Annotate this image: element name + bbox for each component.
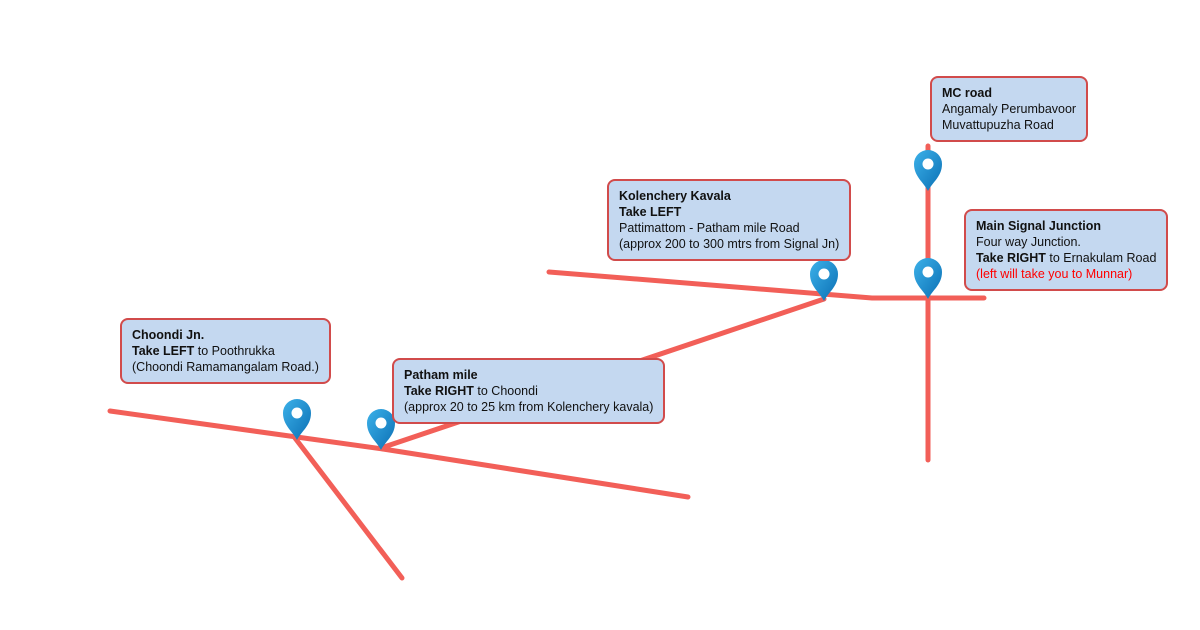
callout-main-signal-junction: Main Signal Junction Four way Junction. …: [964, 209, 1169, 291]
callout-choondi-jn: Choondi Jn. Take LEFT to Poothrukka (Cho…: [120, 318, 331, 384]
callout-patham-mile: Patham mile Take RIGHT to Choondi (appro…: [392, 358, 666, 424]
callout-title: Main Signal Junction: [976, 219, 1102, 233]
direction-instruction: Take LEFT: [619, 205, 682, 219]
callout-text: Muvattupuzha Road: [942, 118, 1054, 132]
callout-text: (approx 200 to 300 mtrs from Signal Jn): [619, 237, 840, 251]
callout-title: MC road: [942, 86, 992, 100]
road-kolenchery-signal: [546, 269, 987, 301]
direction-instruction: Take RIGHT: [976, 251, 1046, 265]
pin-patham-mile: [367, 409, 395, 450]
map-pin-icon: [810, 260, 838, 301]
road-choondi-ramamangalam: [292, 435, 405, 581]
direction-target: to Choondi: [473, 384, 538, 398]
pin-choondi-jn: [283, 399, 311, 440]
callout-text: Four way Junction.: [976, 235, 1081, 249]
callout-title: Patham mile: [404, 368, 478, 382]
callout-title: Kolenchery Kavala: [619, 189, 731, 203]
pin-hole: [922, 158, 934, 170]
callout-kolenchery-kavala: Kolenchery Kavala Take LEFT Pattimattom …: [607, 179, 852, 261]
callout-mc-road: MC road Angamaly Perumbavoor Muvattupuzh…: [930, 76, 1089, 142]
road-past-patham-mile: [380, 446, 691, 500]
pin-mc-road: [914, 150, 942, 191]
direction-target: to Ernakulam Road: [1045, 251, 1157, 265]
direction-target: to Poothrukka: [194, 344, 275, 358]
direction-instruction: Take LEFT: [132, 344, 195, 358]
pin-hole: [818, 268, 830, 280]
road-choondi-main: [107, 408, 386, 452]
pin-hole: [291, 407, 303, 419]
callout-title: Choondi Jn.: [132, 328, 205, 342]
direction-instruction: Take RIGHT: [404, 384, 474, 398]
callout-text: Pattimattom - Patham mile Road: [619, 221, 800, 235]
pin-kolenchery-kavala: [810, 260, 838, 301]
map-pin-icon: [914, 150, 942, 191]
callout-text: Take RIGHT to Choondi: [404, 383, 653, 399]
map-pin-icon: [914, 258, 942, 299]
pin-hole: [375, 417, 387, 429]
callout-text: (Choondi Ramamangalam Road.): [132, 360, 319, 374]
callout-text: Angamaly Perumbavoor: [942, 102, 1077, 116]
callout-text: Take RIGHT to Ernakulam Road: [976, 250, 1156, 266]
callout-text: Take LEFT to Poothrukka: [132, 343, 319, 359]
map-pin-icon: [367, 409, 395, 450]
pin-main-signal-junction: [914, 258, 942, 299]
map-pin-icon: [283, 399, 311, 440]
callout-text: (approx 20 to 25 km from Kolenchery kava…: [404, 400, 654, 414]
warning-note: (left will take you to Munnar): [976, 267, 1133, 281]
pin-hole: [922, 266, 934, 278]
